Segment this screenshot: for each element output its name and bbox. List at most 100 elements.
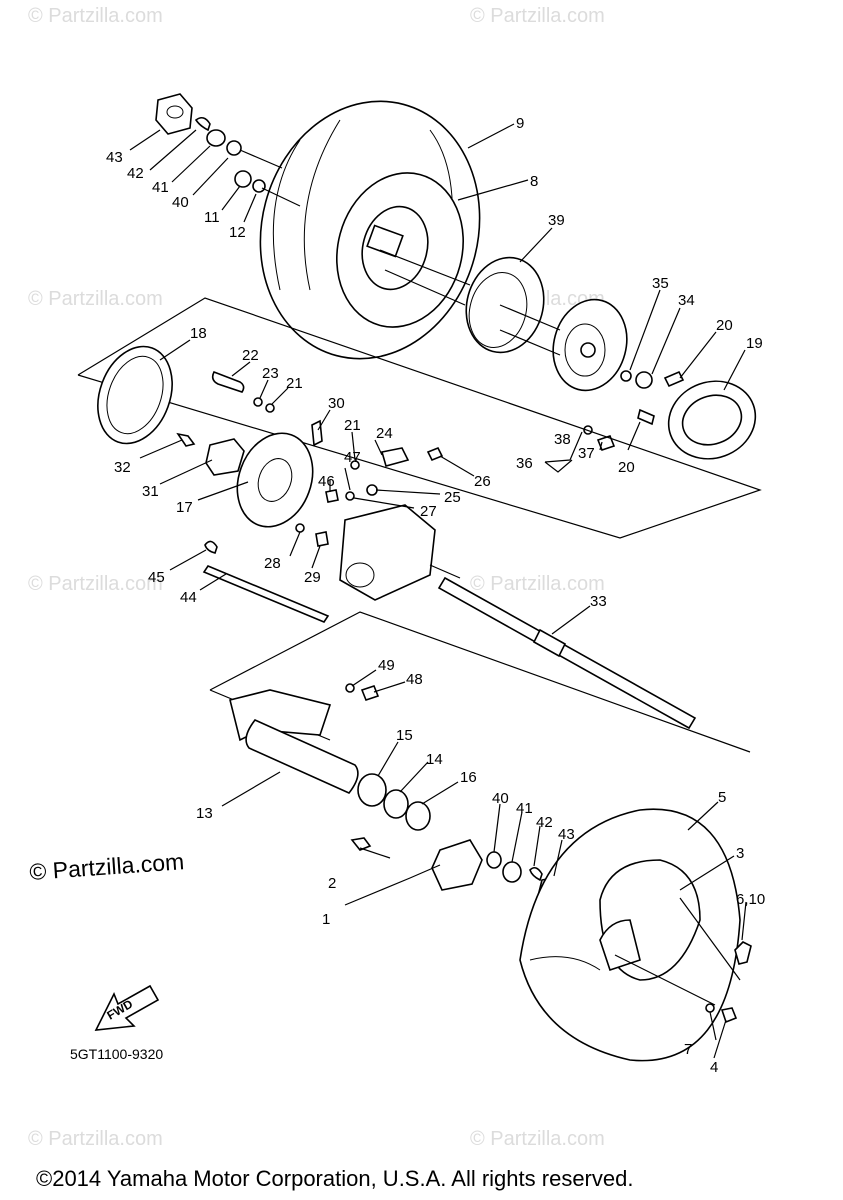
bearing-15 [357, 773, 387, 807]
bolt-48 [360, 685, 380, 701]
assembly-line [429, 564, 461, 579]
fwd-arrow: FWD [94, 984, 160, 1031]
hub-bolt-pattern [366, 224, 404, 258]
callout-38: 38 [554, 431, 571, 448]
assembly-line [344, 864, 441, 906]
assembly-line [499, 304, 561, 331]
brake-assembly [97, 345, 461, 623]
callout-43: 43 [106, 149, 123, 166]
tire-tread-line [303, 119, 341, 291]
gear-case-port [345, 562, 375, 588]
callout-20b: 20 [618, 459, 635, 476]
washer-28 [295, 523, 305, 533]
callout-45: 45 [148, 569, 165, 586]
callout-27: 27 [420, 503, 437, 520]
diagram-code: 5GT1100-9320 [70, 1046, 163, 1062]
bearing-16 [405, 801, 431, 831]
bolt-2 [350, 837, 372, 851]
assembly-line [379, 249, 471, 286]
callout-39: 39 [548, 212, 565, 229]
callout-36: 36 [516, 455, 533, 472]
tire-edge-line [529, 956, 601, 971]
watermark: © Partzilla.com [28, 5, 163, 27]
callout-21b: 21 [344, 417, 361, 434]
callout-11: 11 [204, 209, 220, 226]
watermark-large: © Partzilla.com [29, 848, 185, 885]
callout-2: 2 [328, 875, 336, 892]
assembly-line [384, 269, 466, 306]
upper-wheel [155, 93, 757, 460]
bolt-32 [176, 432, 196, 447]
nut-25 [366, 484, 378, 496]
callout-40b: 40 [492, 790, 509, 807]
axle-spline [532, 628, 567, 658]
copyright: ©2014 Yamaha Motor Corporation, U.S.A. A… [36, 1166, 633, 1191]
watermark: © Partzilla.com [470, 573, 605, 595]
callout-33: 33 [590, 593, 607, 610]
cotter-pin-42b [529, 866, 543, 882]
callout-29: 29 [304, 569, 321, 586]
assembly-line [499, 329, 561, 356]
callout-16: 16 [460, 769, 477, 786]
washer-23 [253, 397, 263, 407]
nut-11 [234, 170, 252, 188]
callout-43b: 43 [558, 826, 575, 843]
seal-34 [635, 371, 653, 389]
callout-35: 35 [652, 275, 669, 292]
callout-42b: 42 [536, 814, 553, 831]
callout-18: 18 [190, 325, 207, 342]
brake-drum-center [580, 342, 596, 358]
watermark: © Partzilla.com [470, 1128, 605, 1150]
washer-47 [345, 491, 355, 501]
callout-3: 3 [736, 845, 744, 862]
oil-seal-14 [383, 789, 409, 819]
callout-26: 26 [474, 473, 491, 490]
cam-shaft-22 [211, 370, 245, 393]
washer-40b [486, 851, 502, 869]
callout-22: 22 [242, 347, 259, 364]
washer-12 [252, 179, 266, 193]
callout-20: 20 [716, 317, 733, 334]
drum-liner-inner [468, 272, 528, 348]
callout-41b: 41 [516, 800, 533, 817]
cotter-pin-42 [194, 116, 211, 132]
lever-24 [380, 447, 410, 467]
clip-45 [204, 540, 218, 554]
callout-15: 15 [396, 727, 413, 744]
callout-32: 32 [114, 459, 131, 476]
axle-housing-assembly [229, 683, 571, 909]
axle-housing-13 [245, 719, 359, 794]
fwd-arrow-icon [94, 984, 160, 1031]
callout-21: 21 [286, 375, 303, 392]
rim-center [599, 919, 641, 972]
bolt-46 [325, 489, 339, 503]
callout-13: 13 [196, 805, 213, 822]
watermark: © Partzilla.com [28, 573, 163, 595]
rear-axle-33 [437, 576, 697, 730]
callout-34: 34 [678, 292, 695, 309]
callout-7: 7 [684, 1041, 692, 1058]
brake-drum-hub [564, 323, 606, 377]
callout-9: 9 [516, 115, 524, 132]
spring-30 [311, 419, 323, 447]
callout-41: 41 [152, 179, 169, 196]
callout-1: 1 [322, 911, 330, 928]
ring-21b [350, 460, 360, 470]
ring-21 [265, 403, 275, 413]
callout-5: 5 [718, 789, 726, 806]
callout-30: 30 [328, 395, 345, 412]
callout-47: 47 [344, 449, 361, 466]
brake-panel-17 [236, 432, 314, 528]
assembly-line [261, 187, 301, 207]
tire-tread-line [272, 139, 301, 291]
valve-6 [734, 941, 752, 965]
callout-23: 23 [262, 365, 279, 382]
callout-48: 48 [406, 671, 423, 688]
callout-46: 46 [318, 473, 335, 490]
callout-37: 37 [578, 445, 595, 462]
rod-44 [202, 565, 330, 623]
watermark: © Partzilla.com [470, 5, 605, 27]
lower-wheel [519, 808, 752, 1062]
assembly-boundary [209, 611, 751, 753]
